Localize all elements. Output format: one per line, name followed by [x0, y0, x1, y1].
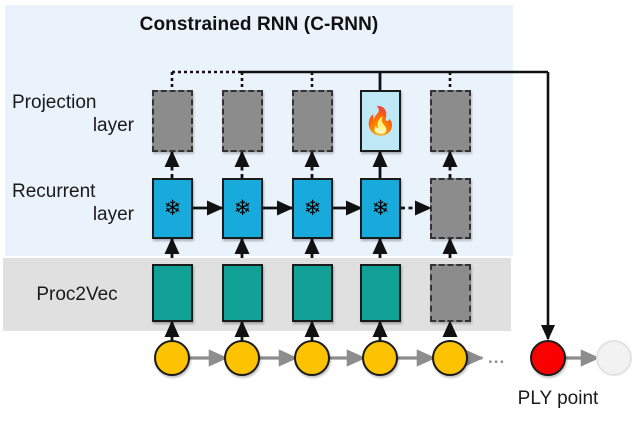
sequence-ellipsis: ...: [488, 348, 506, 367]
proc2vec-box-4[interactable]: [360, 264, 401, 322]
sequence-point-5[interactable]: [432, 340, 468, 376]
proc2vec-box-2[interactable]: [222, 264, 263, 322]
projection-box-2[interactable]: [222, 90, 263, 152]
projection-box-1[interactable]: [152, 90, 193, 152]
sequence-point-2[interactable]: [224, 340, 260, 376]
fire-icon: 🔥: [363, 105, 398, 136]
projection-label-line2: layer: [92, 115, 134, 136]
ply-point-label: PLY point: [517, 388, 599, 409]
recurrent-box-3[interactable]: ❄: [292, 178, 333, 239]
sequence-point-1[interactable]: [154, 340, 190, 376]
proc2vec-box-3[interactable]: [292, 264, 333, 322]
recurrent-label-line1: Recurrent: [12, 181, 96, 202]
sequence-point-4[interactable]: [362, 340, 398, 376]
projection-box-3[interactable]: [292, 90, 333, 152]
sequence-point-3[interactable]: [294, 340, 330, 376]
projection-box-5-inactive[interactable]: [430, 90, 471, 152]
future-point-marker[interactable]: [596, 340, 632, 376]
row-label-proc2vec: Proc2Vec: [36, 284, 118, 305]
ply-point-marker[interactable]: [530, 340, 566, 376]
recurrent-box-4[interactable]: ❄: [360, 178, 401, 239]
recurrent-label-line2: layer: [92, 204, 134, 225]
projection-box-4-trainable[interactable]: 🔥: [360, 90, 401, 152]
projection-label-line1: Projection: [12, 92, 97, 113]
recurrent-box-2[interactable]: ❄: [222, 178, 263, 239]
proc2vec-box-5-inactive[interactable]: [430, 264, 471, 322]
recurrent-box-5-inactive[interactable]: [430, 178, 471, 239]
snowflake-icon: ❄: [371, 197, 390, 220]
proc2vec-box-1[interactable]: [152, 264, 193, 322]
row-label-recurrent-layer: Recurrent layer: [12, 180, 134, 226]
diagram-title: Constrained RNN (C-RNN): [139, 14, 379, 35]
row-label-projection-layer: Projection layer: [12, 91, 134, 137]
snowflake-icon: ❄: [233, 197, 252, 220]
snowflake-icon: ❄: [303, 197, 322, 220]
snowflake-icon: ❄: [163, 197, 182, 220]
recurrent-box-1[interactable]: ❄: [152, 178, 193, 239]
